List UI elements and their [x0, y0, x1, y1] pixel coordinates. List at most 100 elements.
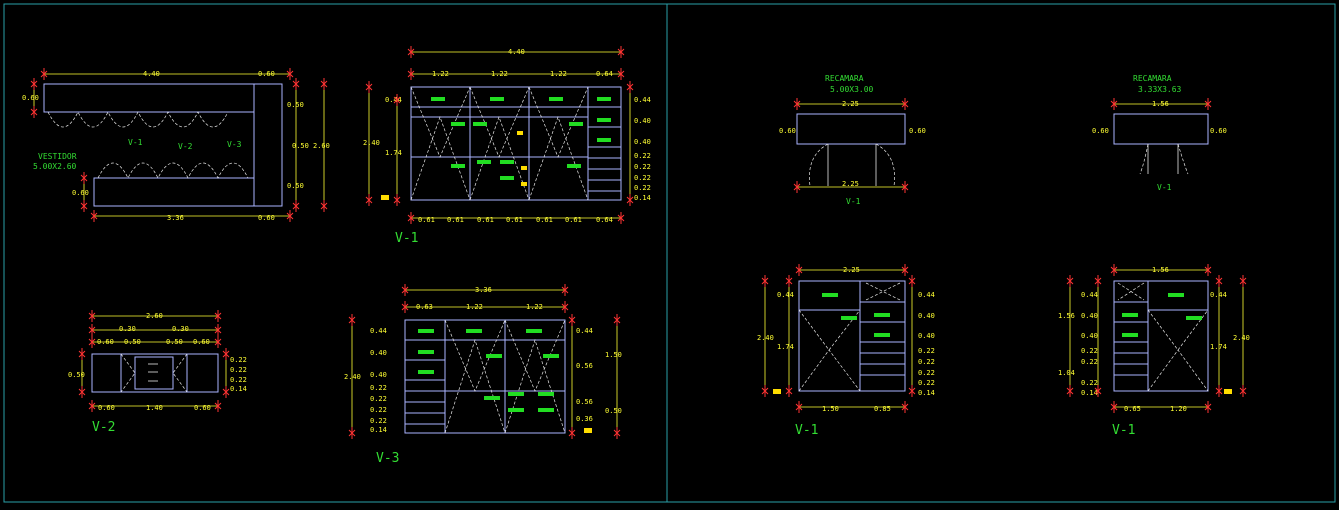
v1b-right-dim-8: 0.14 — [918, 389, 935, 397]
rec1-size: 5.00X3.00 — [830, 85, 874, 94]
x-marker-icon — [320, 78, 328, 90]
x-marker-icon — [1110, 264, 1118, 276]
vestidor-right-dim-2: 0.50 — [292, 142, 309, 150]
x-marker-icon — [214, 400, 222, 412]
v1a-bottom-dim-7: 0.64 — [596, 216, 613, 224]
v2-bottom-dim-1: 0.60 — [98, 404, 115, 412]
v1a-right-dim-1: 0.44 — [634, 96, 651, 104]
x-marker-icon — [1066, 385, 1074, 397]
v1a-right-dim-3: 0.40 — [634, 138, 651, 146]
x-marker-icon — [78, 386, 86, 398]
x-marker-icon — [88, 336, 96, 348]
x-marker-icon — [80, 200, 88, 212]
v2-total-dim: 2.60 — [146, 312, 163, 320]
v1-elevation-b: 2.25 2.40 0.44 1.74 0.44 0.40 0.40 0.22 … — [757, 266, 935, 438]
v3-left-dim-1: 0.44 — [370, 327, 387, 335]
v3-right-dim-4: 0.36 — [576, 415, 593, 423]
v1a-top-dim-1: 1.22 — [432, 70, 449, 78]
x-marker-icon — [1204, 264, 1212, 276]
v1c-right-main-dim: 1.74 — [1210, 343, 1227, 351]
vestidor-bottom-right-dim: 0.60 — [258, 214, 275, 222]
recamara-2-plan: RECAMARA 3.33X3.63 1.56 0.60 0.60 V-1 — [1092, 74, 1227, 192]
v2-mid-dim-1: 0.60 — [97, 338, 114, 346]
v1c-left-dim-8: 0.14 — [1081, 389, 1098, 397]
vestidor-right-total: 2.60 — [313, 142, 330, 150]
v1-elevation-c: 1.56 2.40 1.74 0.44 0.44 1.56 0.40 0.40 … — [1058, 266, 1250, 438]
x-marker-icon-group — [30, 46, 1247, 439]
v2-mid-dim-3: 0.50 — [166, 338, 183, 346]
v2-top-dim-1: 0.30 — [119, 325, 136, 333]
x-marker-icon — [793, 181, 801, 193]
x-marker-icon — [393, 194, 401, 206]
x-marker-icon — [1094, 275, 1102, 287]
x-marker-icon — [626, 194, 634, 206]
v2-right-dim-2: 0.22 — [230, 366, 247, 374]
v1b-right-dim-5: 0.22 — [918, 358, 935, 366]
v2-right-dim-1: 0.22 — [230, 356, 247, 364]
v3-label: V-3 — [376, 451, 399, 466]
v1a-bottom-dim-4: 0.61 — [506, 216, 523, 224]
vestidor-plan: 4.40 0.60 0.60 0.60 0.50 0.50 0.50 2.60 … — [22, 70, 330, 222]
x-marker-icon — [561, 284, 569, 296]
x-marker-icon — [407, 212, 415, 224]
rec1-left-dim: 0.60 — [779, 127, 796, 135]
x-marker-icon — [1215, 385, 1223, 397]
x-marker-icon — [901, 264, 909, 276]
v1a-total-dim: 4.40 — [508, 48, 525, 56]
x-marker-icon — [613, 314, 621, 326]
vestidor-top-right-dim: 0.60 — [258, 70, 275, 78]
v3-right-dim-1: 0.44 — [576, 327, 593, 335]
recamara-1-plan: RECAMARA 5.00X3.00 2.25 0.60 0.60 2.25 V… — [779, 74, 926, 206]
x-marker-icon — [568, 314, 576, 326]
v1c-total-dim: 1.56 — [1152, 266, 1169, 274]
v3-right-dim-2: 0.56 — [576, 362, 593, 370]
v1c-left-top-dim: 0.44 — [1081, 291, 1098, 299]
v3-right-dim-3: 0.56 — [576, 398, 593, 406]
v2-bottom-dim-2: 1.40 — [146, 404, 163, 412]
x-marker-icon — [393, 94, 401, 106]
v1b-right-dim-3: 0.40 — [918, 332, 935, 340]
v2-label: V-2 — [92, 420, 115, 435]
rec1-top-dim: 2.25 — [842, 100, 859, 108]
x-marker-icon — [30, 78, 38, 90]
v1b-total-dim: 2.25 — [843, 266, 860, 274]
x-marker-icon — [214, 310, 222, 322]
x-marker-icon — [90, 210, 98, 222]
v3-left-dim-8: 0.14 — [370, 426, 387, 434]
x-marker-icon — [1204, 401, 1212, 413]
v1c-right-top-dim: 0.44 — [1210, 291, 1227, 299]
v2-mid-dim-2: 0.50 — [124, 338, 141, 346]
x-marker-icon — [348, 427, 356, 439]
v1a-height-dim: 2.40 — [363, 139, 380, 147]
x-marker-icon — [214, 336, 222, 348]
v1a-right-dim-5: 0.22 — [634, 163, 651, 171]
x-marker-icon — [88, 310, 96, 322]
vestidor-left2-dim: 0.60 — [72, 189, 89, 197]
v3-total-dim: 3.36 — [475, 286, 492, 294]
v3-top-dim-2: 1.22 — [466, 303, 483, 311]
v2-top-dim-2: 0.30 — [172, 325, 189, 333]
rec2-top-dim: 1.56 — [1152, 100, 1169, 108]
x-marker-icon — [795, 264, 803, 276]
x-marker-icon — [365, 194, 373, 206]
v1c-bottom-dim-2: 1.20 — [1170, 405, 1187, 413]
v1c-left-dim-2: 0.40 — [1081, 312, 1098, 320]
vestidor-bottom-dim: 3.36 — [167, 214, 184, 222]
v2-right-dim-4: 0.14 — [230, 385, 247, 393]
x-marker-icon — [40, 68, 48, 80]
v1c-left-dim-5: 0.22 — [1081, 347, 1098, 355]
v1a-top-dim-4: 0.64 — [596, 70, 613, 78]
v1c-bottom-dim-1: 0.65 — [1124, 405, 1141, 413]
v1c-left-dim-4: 1.04 — [1058, 369, 1075, 377]
v2-mid-dim-4: 0.60 — [193, 338, 210, 346]
x-marker-icon — [793, 98, 801, 110]
rec2-tag: V-1 — [1157, 183, 1172, 192]
x-marker-icon — [1204, 98, 1212, 110]
x-marker-icon — [222, 386, 230, 398]
v1-elevation-a: 4.40 1.22 1.22 1.22 0.64 2.40 1.74 0.44 … — [363, 48, 651, 246]
v3-left-dim-3: 0.40 — [370, 371, 387, 379]
vestidor-top-dim: 4.40 — [143, 70, 160, 78]
v1b-right-dim-4: 0.22 — [918, 347, 935, 355]
